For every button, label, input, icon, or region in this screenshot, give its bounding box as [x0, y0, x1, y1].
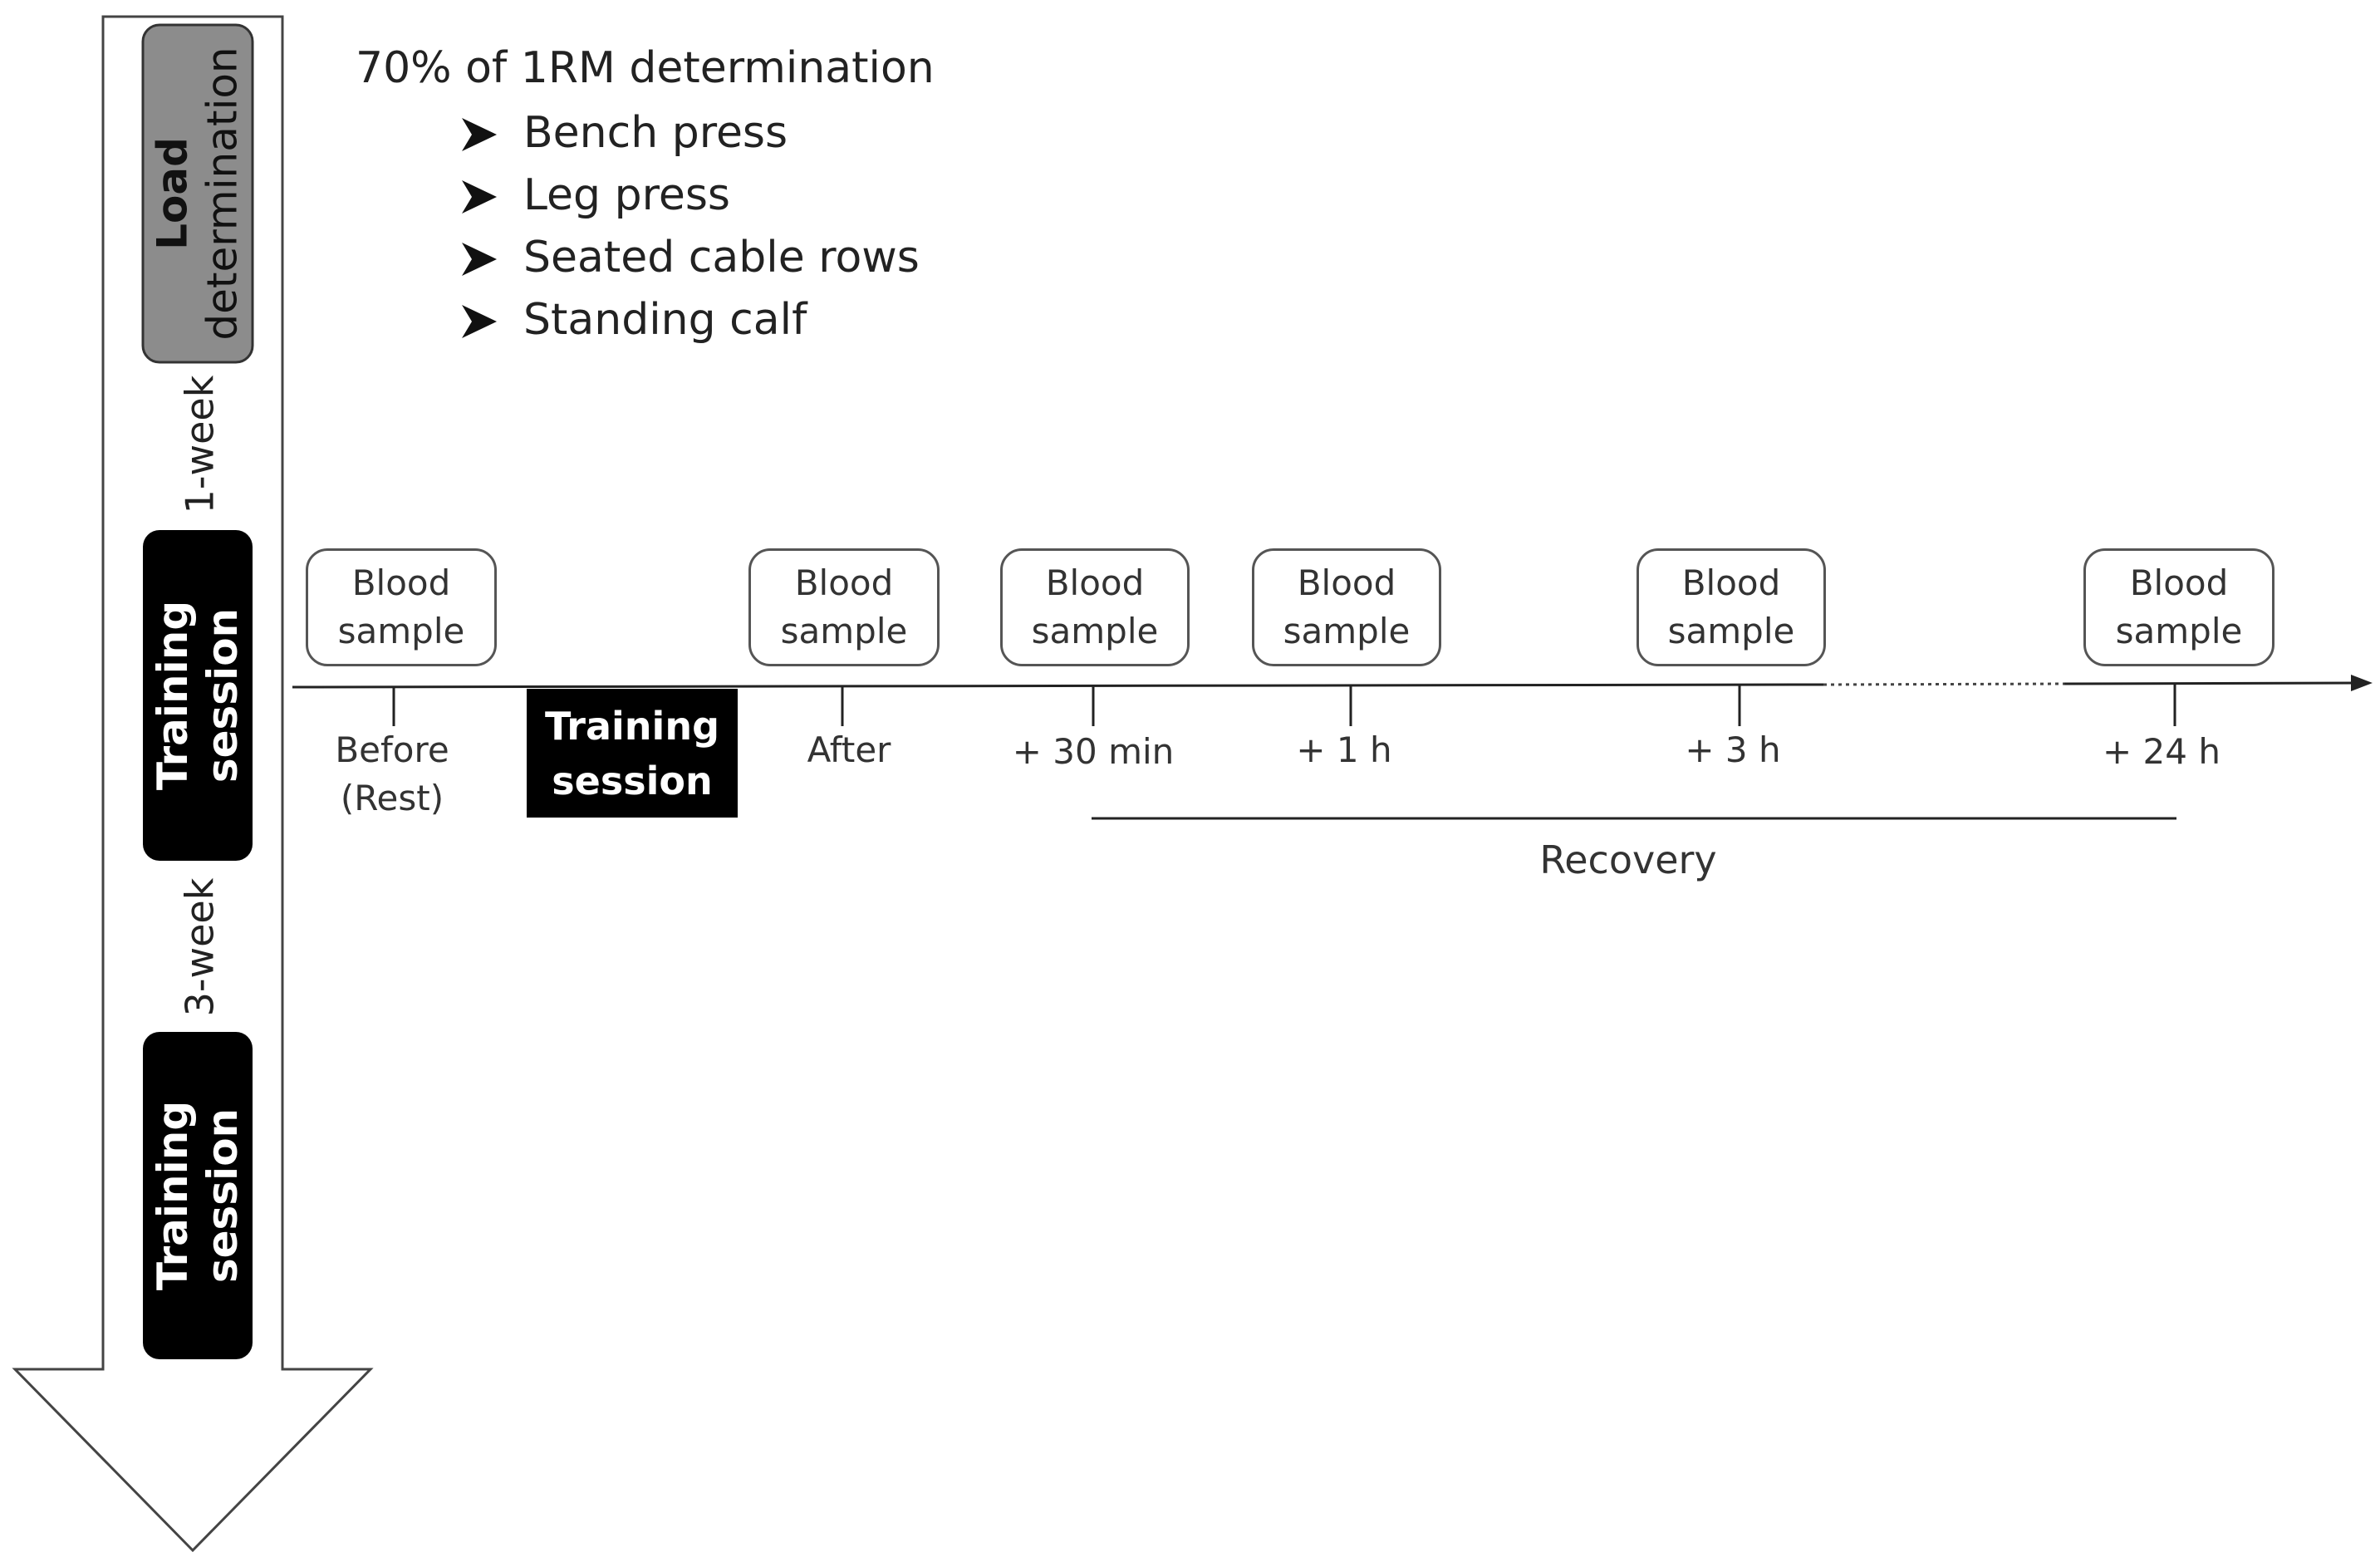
session2-line-1: Training	[149, 1100, 197, 1291]
timepoint-3h: + 3 h	[1685, 729, 1781, 770]
exercise-seated-cable-rows: Seated cable rows	[523, 233, 920, 282]
timeline-axis-dotted	[1823, 682, 2065, 686]
recovery-label: Recovery	[1539, 837, 1717, 882]
timepoint-after: After	[807, 729, 891, 770]
timepoint-before: Before (Rest)	[335, 729, 449, 818]
training-session-label-1: Training session	[143, 530, 253, 861]
session1-line-1: Training	[149, 600, 197, 791]
training-session-block: Training session	[527, 689, 738, 818]
training-session-box-1	[143, 530, 253, 861]
bullet-arrow-icons	[462, 118, 497, 338]
blood-sample-box-1h: Blood sample	[1252, 548, 1441, 666]
load-label-line-2: determination	[199, 47, 247, 341]
protocol-title: 70% of 1RM determination	[356, 43, 935, 93]
bullet-arrow-icon	[462, 118, 497, 151]
interval-label-1-week: 1-week	[177, 375, 223, 514]
bullet-arrow-icon	[462, 305, 497, 338]
training-session-label-2: Training session	[143, 1032, 253, 1359]
blood-sample-box-after: Blood sample	[748, 548, 940, 666]
load-determination-box	[141, 23, 254, 364]
bullet-arrow-icon	[462, 243, 497, 276]
exercise-bench-press: Bench press	[523, 108, 788, 158]
timepoint-1h: + 1 h	[1296, 729, 1392, 770]
blood-sample-box-30min: Blood sample	[1000, 548, 1190, 666]
load-label-line-1: Load	[149, 137, 197, 250]
session2-line-2: session	[199, 1108, 247, 1284]
timepoint-30min: + 30 min	[1012, 731, 1175, 772]
training-session-box-2	[143, 1032, 253, 1359]
blood-sample-box-before: Blood sample	[306, 548, 497, 666]
bullet-arrow-icon	[462, 180, 497, 214]
load-determination-label: Load determination	[143, 25, 253, 362]
timepoint-24h: + 24 h	[2103, 731, 2221, 772]
session1-line-2: session	[199, 607, 247, 783]
timeline-axis-end	[2063, 681, 2358, 685]
timeline-axis-solid	[292, 683, 1824, 689]
timeline-arrowhead	[2351, 675, 2373, 691]
blood-sample-box-3h: Blood sample	[1637, 548, 1826, 666]
exercise-standing-calf: Standing calf	[523, 295, 807, 345]
interval-label-3-week: 3-week	[177, 877, 223, 1017]
blood-sample-box-24h: Blood sample	[2083, 548, 2274, 666]
exercise-leg-press: Leg press	[523, 170, 731, 220]
